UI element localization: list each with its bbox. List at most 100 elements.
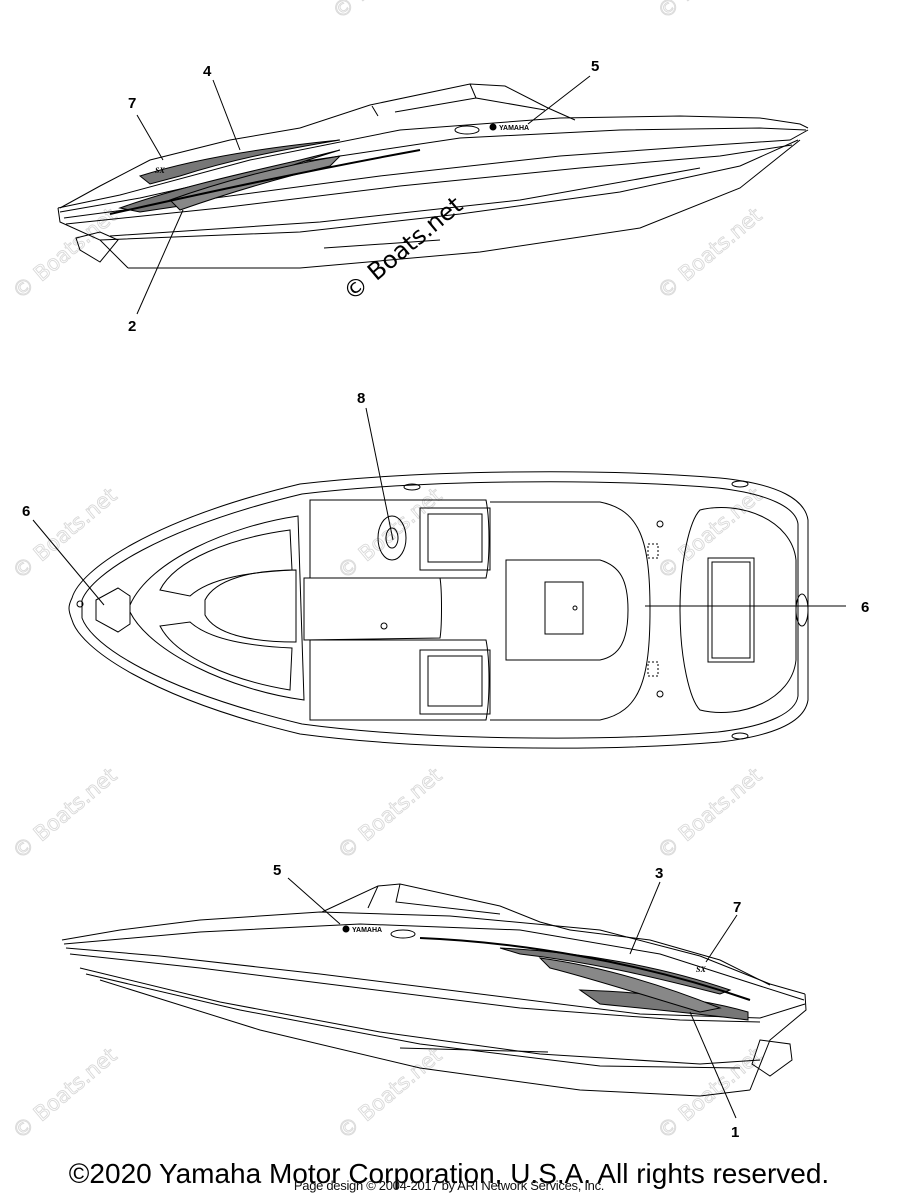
callout-leaders-top bbox=[136, 75, 591, 315]
callout-number: 7 bbox=[733, 899, 741, 916]
sun-pad bbox=[707, 557, 755, 663]
leader-line bbox=[287, 877, 341, 925]
boat-deck-view bbox=[68, 471, 809, 749]
callout-number: 6 bbox=[22, 503, 30, 520]
leader-line bbox=[365, 407, 394, 541]
callouts-top: 7 4 5 2 bbox=[128, 58, 599, 335]
hull-strake bbox=[109, 167, 701, 237]
hull-keel bbox=[99, 979, 751, 1097]
steering-wheel bbox=[377, 515, 407, 561]
hull-strake-2 bbox=[323, 239, 441, 249]
leader-line bbox=[689, 1011, 737, 1119]
watermark: © Boats.net bbox=[8, 483, 122, 584]
side-graphic-stripe bbox=[109, 149, 421, 215]
hull-chine bbox=[99, 139, 799, 241]
leader-line bbox=[136, 209, 184, 315]
callout-number: 5 bbox=[273, 862, 281, 879]
watermark: © Boats.net bbox=[8, 1043, 122, 1144]
deck-outline-inner bbox=[81, 481, 799, 739]
cleat bbox=[731, 732, 749, 740]
gunwale-top bbox=[61, 911, 806, 995]
callout-number: 4 bbox=[203, 63, 212, 80]
windshield-frame bbox=[371, 83, 546, 117]
bow-seat-side-upper bbox=[159, 529, 293, 597]
watermark: © Boats.net bbox=[333, 1043, 447, 1144]
boat-side-view-bottom bbox=[61, 883, 807, 1097]
yamaha-decal: YAMAHA bbox=[499, 125, 529, 132]
watermark: © Boats.net bbox=[653, 483, 767, 584]
bow-seat-cushion bbox=[204, 569, 297, 643]
transom bbox=[57, 207, 129, 269]
transom bbox=[749, 993, 807, 1091]
cockpit-floor bbox=[505, 559, 629, 661]
yamaha-logo-icon bbox=[489, 123, 497, 131]
callout-number: 5 bbox=[591, 58, 599, 75]
watermark: © Boats.net bbox=[333, 763, 447, 864]
helm-seat-back bbox=[427, 513, 483, 563]
callout-number: 6 bbox=[861, 599, 869, 616]
leader-line bbox=[629, 881, 661, 955]
watermark: © Boats.net bbox=[8, 763, 122, 864]
side-graphic-upper bbox=[138, 139, 341, 185]
windshield-frame bbox=[367, 883, 501, 915]
page-credit: Page design © 2004-2017 by ARI Network S… bbox=[293, 1178, 605, 1193]
steering-wheel-hub bbox=[385, 527, 399, 549]
hull-strake bbox=[85, 973, 741, 1069]
watermark: © Boats.net bbox=[653, 0, 767, 24]
hull-chine bbox=[79, 967, 761, 1065]
side-graphic-sweep bbox=[538, 957, 722, 1013]
rub-rail-2 bbox=[65, 144, 793, 225]
sun-deck bbox=[679, 506, 797, 714]
sun-pad-inner bbox=[711, 561, 751, 659]
rub-rail bbox=[65, 947, 806, 1019]
deck-fitting bbox=[656, 520, 664, 528]
gunwale-top bbox=[57, 115, 809, 209]
watermark: © Boats.net bbox=[333, 483, 447, 584]
engine-hatch bbox=[544, 581, 584, 635]
hull-keel bbox=[128, 139, 801, 269]
callout-leaders-deck bbox=[32, 407, 846, 607]
gunwale-line-2 bbox=[63, 923, 805, 1001]
hatch-oval bbox=[454, 125, 480, 135]
hull-strake-2 bbox=[399, 1047, 549, 1053]
watermark: © Boats.net bbox=[328, 0, 442, 24]
deck-fitting bbox=[572, 605, 578, 611]
helm-console bbox=[309, 499, 490, 579]
leader-line bbox=[212, 79, 241, 151]
passenger-seat-back bbox=[427, 655, 483, 707]
callouts-deck: 8 6 6 bbox=[22, 390, 869, 616]
model-decal: SX bbox=[155, 166, 165, 175]
windshield bbox=[321, 883, 571, 931]
leader-line bbox=[705, 914, 738, 963]
yamaha-logo-icon bbox=[342, 925, 350, 933]
callout-number: 2 bbox=[128, 318, 136, 335]
rear-deck bbox=[569, 929, 771, 986]
copyright-notice: ©2020 Yamaha Motor Corporation, U.S.A. A… bbox=[68, 1158, 830, 1189]
callout-number: 7 bbox=[128, 95, 136, 112]
swim-platform bbox=[75, 231, 119, 263]
walkthrough bbox=[303, 577, 442, 641]
fuel-marker bbox=[647, 543, 659, 559]
leader-line bbox=[527, 75, 591, 125]
watermark: © Boats.net bbox=[653, 203, 767, 304]
bow-hatch bbox=[95, 587, 131, 633]
cockpit-seating bbox=[490, 501, 651, 721]
rear-hatch-oval bbox=[795, 593, 809, 627]
bow-seat-side-lower bbox=[159, 621, 293, 691]
callout-number: 1 bbox=[731, 1124, 739, 1141]
yamaha-decal: YAMAHA bbox=[352, 927, 382, 934]
callout-leaders-bottom bbox=[287, 877, 738, 1119]
watermark: © Boats.net bbox=[653, 763, 767, 864]
callout-number: 3 bbox=[655, 865, 663, 882]
cleat bbox=[731, 480, 749, 488]
deck-fitting bbox=[656, 690, 664, 698]
deck-outline bbox=[68, 471, 809, 749]
passenger-console bbox=[309, 639, 490, 721]
rear-deck bbox=[59, 127, 301, 209]
watermark-main: © Boats.net bbox=[338, 191, 468, 307]
leader-line bbox=[32, 519, 105, 606]
passenger-seat bbox=[419, 649, 491, 715]
hatch-oval bbox=[390, 929, 416, 939]
deck-fitting bbox=[380, 622, 388, 630]
